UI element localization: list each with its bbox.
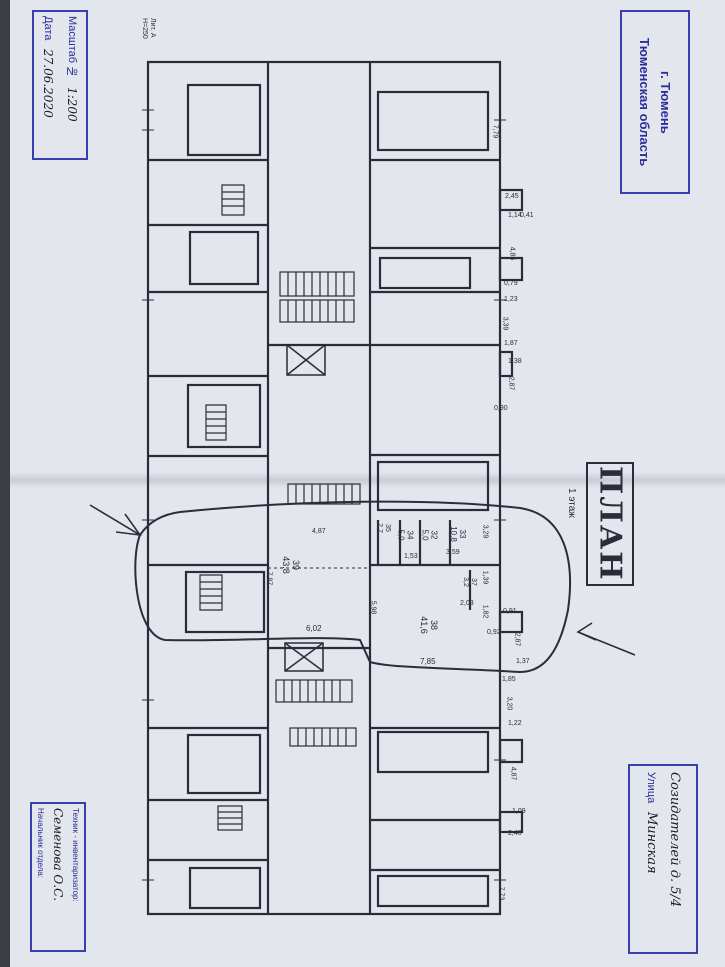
dim: 7,73 [497, 886, 505, 901]
dim: 1,14 [508, 212, 522, 219]
dim: 7,79 [491, 124, 499, 139]
plan-title-box: ПЛАН [586, 462, 634, 586]
stair-3 [275, 679, 357, 747]
dim: 2,45 [505, 193, 519, 200]
dim: 1,22 [508, 720, 522, 727]
dim: 1,39 [481, 570, 489, 585]
dim: 1,09 [512, 808, 526, 815]
stair-side-2 [205, 404, 227, 441]
dim: 1,53 [404, 553, 418, 560]
paper-fold [10, 472, 725, 488]
technician-line2: Начальник отдела: [36, 808, 45, 878]
elevator-2 [284, 642, 324, 672]
dim: 7,85 [420, 657, 436, 666]
date-row: Дата 27.06.2020 [41, 16, 55, 158]
technician-line1: Техник - инвентаризатор: [71, 808, 80, 902]
house-value: Созидателей д. 5/4 [667, 772, 682, 908]
dim: 4,87 [509, 766, 517, 781]
dim: 1,23 [504, 296, 518, 303]
date-label: Дата [42, 16, 54, 41]
dim: 3,39 [501, 316, 509, 331]
scale-date-stamp: Дата 27.06.2020 Масштаб № 1:200 [32, 10, 88, 160]
dim: 3,20 [505, 696, 513, 711]
date-value: 27.06.2020 [41, 49, 55, 119]
scale-value: 1:200 [65, 87, 79, 122]
dim: 0,91 [503, 608, 517, 615]
technician-signature: Семенова О.С. [51, 808, 65, 902]
stair-1 [279, 271, 355, 323]
dim: 4,87 [312, 528, 326, 535]
arrow-left [89, 504, 142, 537]
arrow-right [576, 622, 636, 656]
dim: 3,59 [446, 549, 460, 556]
dim: 2,87 [507, 376, 515, 391]
dim: 3,29 [481, 524, 489, 539]
stair-side-3 [199, 574, 223, 611]
street-row: Улица Минская [644, 772, 659, 952]
technician-stamp: Начальник отдела: Семенова О.С. Техник -… [30, 802, 86, 952]
stair-side-4 [217, 805, 243, 831]
dim: 1,38 [508, 358, 522, 365]
dim: 0,90 [494, 405, 508, 412]
elevator-1 [286, 344, 326, 376]
street-label: Улица [645, 772, 657, 804]
dim: 1,87 [504, 340, 518, 347]
stair-2 [287, 483, 361, 505]
dim: 2,40 [508, 830, 522, 837]
dim: 5,98 [369, 600, 377, 615]
dim: 1,82 [481, 604, 489, 619]
dim: 6,02 [306, 624, 322, 633]
dim: 7,87 [265, 571, 273, 586]
floor-label: 1 этаж [566, 488, 577, 518]
dim: 0,79 [504, 280, 518, 287]
region-line1: Тюменская область [637, 37, 652, 167]
stair-side-1 [221, 184, 245, 216]
dim: 1,37 [516, 658, 530, 665]
plan-title: ПЛАН [592, 466, 628, 582]
scale-row: Масштаб № 1:200 [65, 16, 79, 158]
scale-label: Масштаб № [66, 16, 78, 79]
dim: 4,85 [508, 246, 516, 261]
dim: 2,03 [460, 600, 474, 607]
dim: 2,87 [513, 632, 521, 647]
outer-wall [146, 60, 502, 916]
dim: 1,85 [502, 676, 516, 683]
region-stamp: Тюменская область г. Тюмень [620, 10, 690, 194]
dim: 0,92 [487, 629, 501, 636]
street-value: Минская [644, 812, 659, 874]
pen-highlight-loop [134, 500, 571, 674]
street-stamp: Улица Минская Созидателей д. 5/4 [628, 764, 698, 954]
dim: 0,41 [520, 212, 534, 219]
region-line2: г. Тюмень [658, 70, 673, 134]
